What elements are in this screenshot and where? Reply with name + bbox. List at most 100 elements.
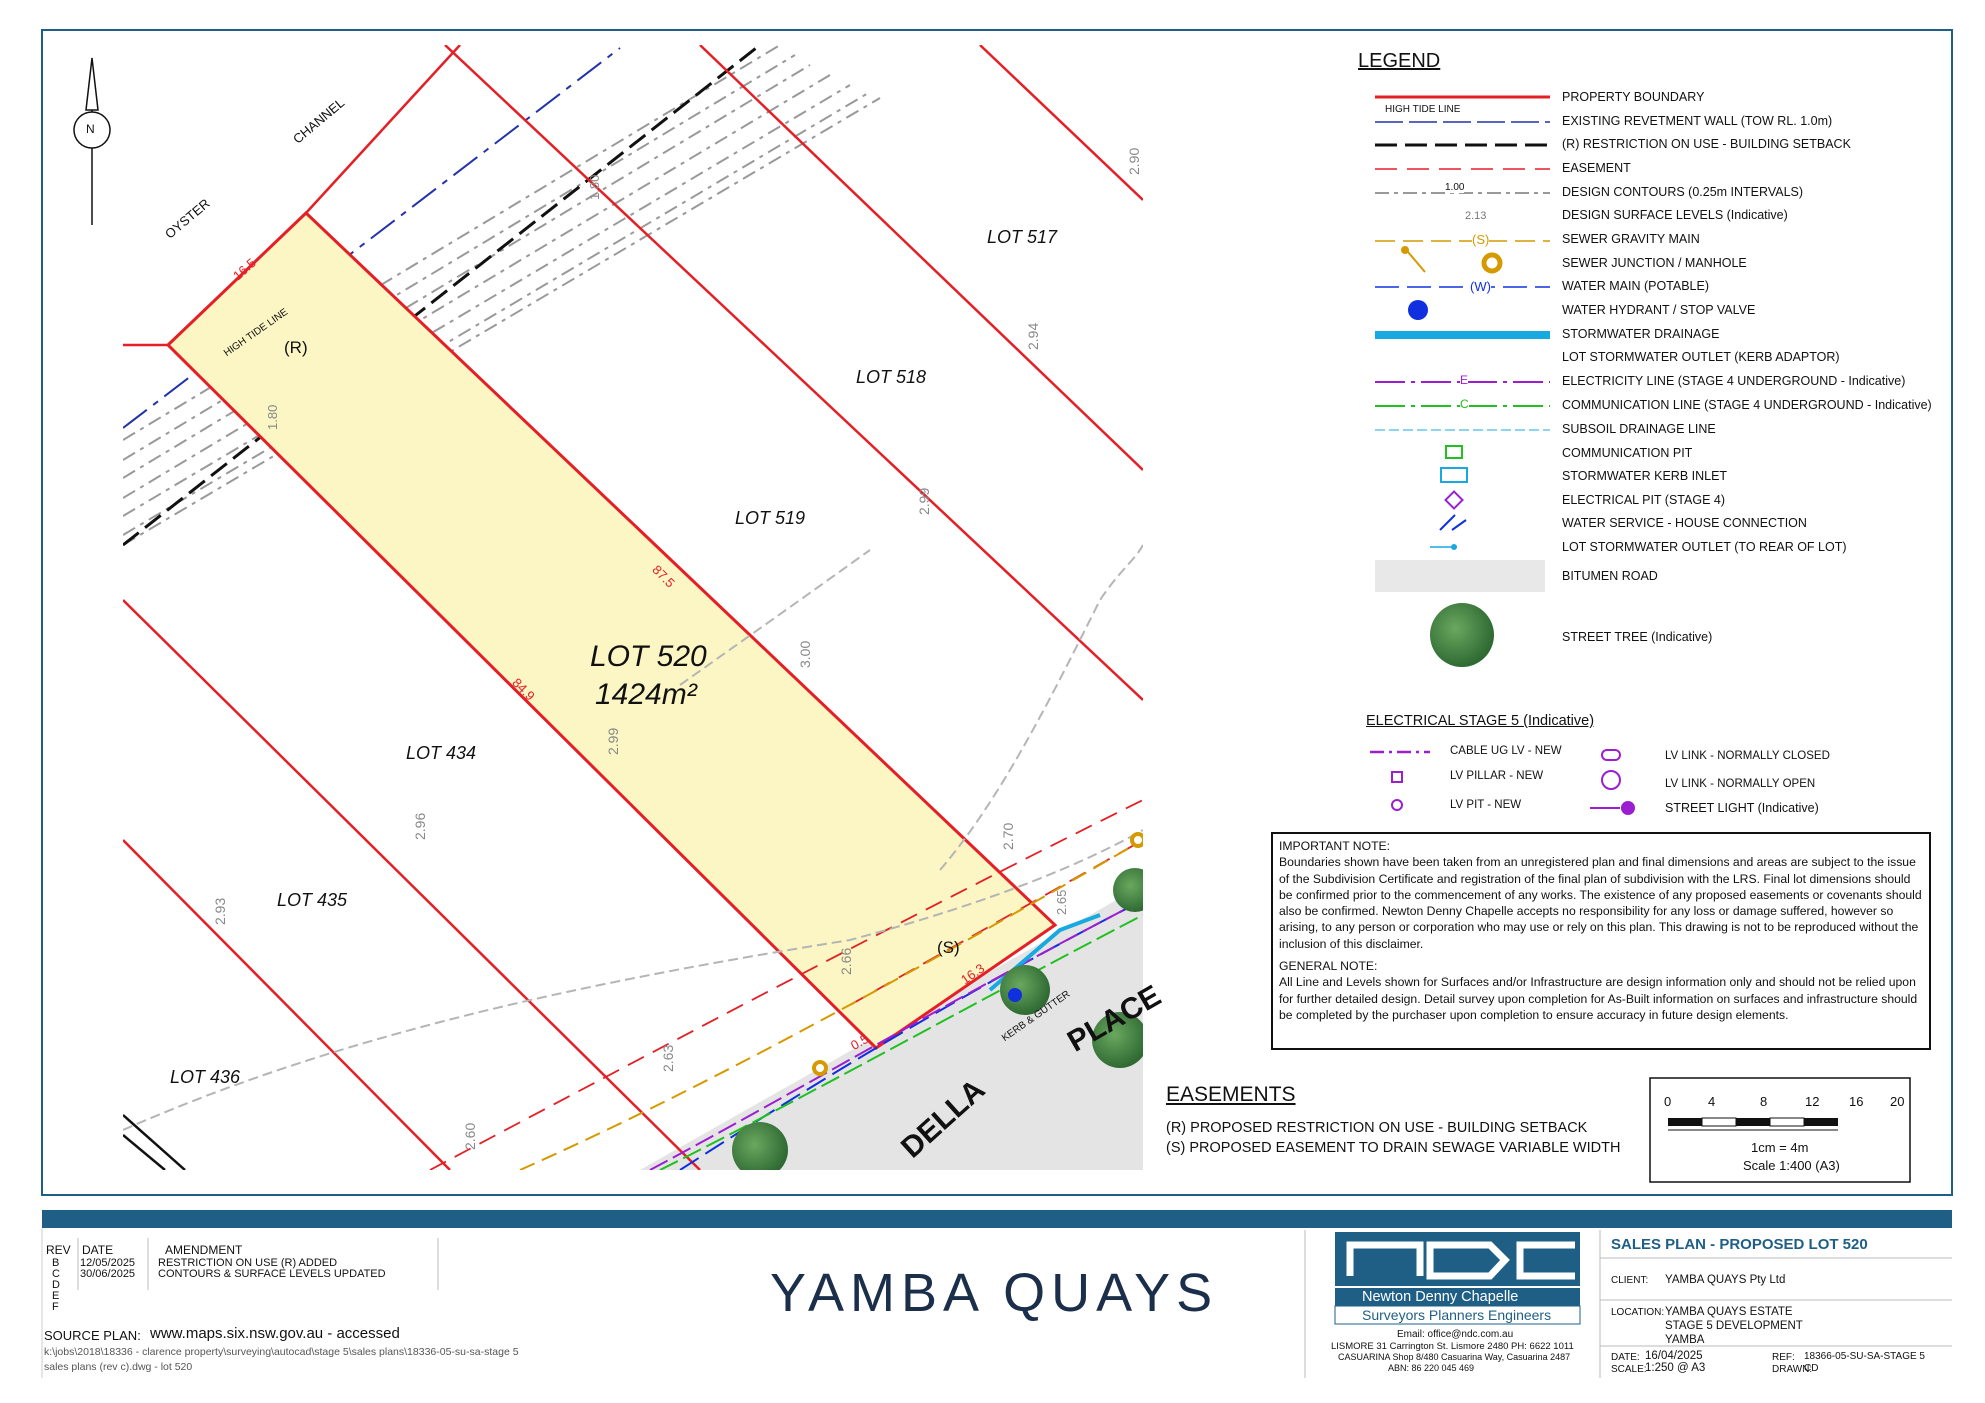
sewer-manhole — [1130, 832, 1143, 848]
rev-letter: B — [52, 1257, 60, 1269]
electrical-item: LV LINK - NORMALLY CLOSED — [1665, 750, 1830, 762]
rev-letter: E — [52, 1290, 60, 1302]
lot-520-label: LOT 520 — [590, 640, 707, 673]
scale-label: Scale 1:400 (A3) — [1743, 1158, 1840, 1173]
legend-item: EASEMENT — [1562, 161, 1631, 175]
level-label: 2.90 — [1126, 147, 1142, 175]
company-casuarina: CASUARINA Shop 8/480 Casuarina Way, Casu… — [1338, 1352, 1571, 1362]
level-label: 2.93 — [212, 897, 228, 925]
easement-s: (S) PROPOSED EASEMENT TO DRAIN SEWAGE VA… — [1166, 1140, 1621, 1156]
source-path: k:\jobs\2018\18336 - clarence property\s… — [44, 1346, 519, 1358]
legend-item: SEWER JUNCTION / MANHOLE — [1562, 256, 1747, 270]
lot-520-parcel — [165, 210, 1058, 1050]
level-label: 2.70 — [1000, 822, 1016, 850]
level-label: 2.63 — [660, 1044, 676, 1072]
scale-tick: 16 — [1849, 1094, 1864, 1109]
rev-letter: C — [52, 1268, 60, 1280]
ndc-logo — [1334, 1232, 1581, 1325]
legend-elec-sample: E — [1460, 373, 1469, 387]
legend-item: SUBSOIL DRAINAGE LINE — [1562, 422, 1716, 436]
ref-value: 18366-05-SU-SA-STAGE 5 — [1804, 1351, 1925, 1362]
scale-tick: 0 — [1664, 1094, 1672, 1109]
client-value: YAMBA QUAYS Pty Ltd — [1665, 1274, 1786, 1286]
legend-water-sample: (W) — [1470, 279, 1491, 294]
company-email: Email: office@ndc.com.au — [1397, 1329, 1514, 1340]
legend-title: LEGEND — [1358, 50, 1441, 72]
client-label: CLIENT: — [1611, 1275, 1649, 1286]
legend-item: LOT STORMWATER OUTLET (KERB ADAPTOR) — [1562, 350, 1840, 364]
lot-435-label: LOT 435 — [277, 890, 348, 910]
source-file: sales plans (rev c).dwg - lot 520 — [44, 1361, 193, 1373]
legend-item: SEWER GRAVITY MAIN — [1562, 232, 1700, 246]
restriction-r: (R) — [284, 338, 308, 357]
legend-item: WATER MAIN (POTABLE) — [1562, 279, 1709, 293]
level-label: 1.80 — [587, 174, 602, 200]
company-abn: ABN: 86 220 045 469 — [1388, 1363, 1475, 1373]
north-label: N — [86, 122, 95, 136]
lot-517-label: LOT 517 — [987, 227, 1058, 247]
level-label: 2.99 — [605, 727, 621, 755]
legend-item: DESIGN CONTOURS (0.25m INTERVALS) — [1562, 185, 1804, 199]
date-label: DATE: — [1611, 1352, 1640, 1363]
electrical-item: CABLE UG LV - NEW — [1450, 745, 1562, 757]
scale-tick: 12 — [1805, 1094, 1820, 1109]
location-value-3: YAMBA — [1665, 1334, 1705, 1346]
rev-date: 30/06/2025 — [80, 1268, 136, 1280]
street-tree — [1000, 965, 1050, 1015]
north-arrow — [73, 57, 111, 225]
drawn-value: CD — [1804, 1363, 1819, 1374]
sewer-main — [519, 839, 1143, 1170]
electrical-item: LV PILLAR - NEW — [1450, 770, 1544, 782]
easement-s: (S) — [937, 938, 960, 957]
level-label: 3.00 — [797, 640, 813, 668]
important-note-head: IMPORTANT NOTE: — [1279, 839, 1391, 853]
legend-item: WATER HYDRANT / STOP VALVE — [1562, 303, 1756, 317]
scale-tick: 20 — [1890, 1094, 1905, 1109]
scale-bar — [1649, 1077, 1911, 1183]
source-url[interactable]: www.maps.six.nsw.gov.au - accessed — [150, 1325, 400, 1342]
sheet-border — [41, 29, 1953, 1196]
legend-item: ELECTRICAL PIT (STAGE 4) — [1562, 493, 1726, 507]
lot-520-area: 1424m² — [595, 678, 697, 711]
legend-symbols — [1370, 95, 1635, 815]
location-label: LOCATION: — [1611, 1307, 1665, 1318]
water-hydrant — [1008, 988, 1022, 1002]
legend-contour-sample: 1.00 — [1445, 182, 1465, 193]
scale-value-tb: 1:250 @ A3 — [1645, 1362, 1706, 1374]
level-label: 2.99 — [916, 487, 932, 515]
rev-header: REV — [46, 1243, 71, 1257]
lot-434-label: LOT 434 — [406, 743, 477, 763]
rev-header: DATE — [82, 1243, 114, 1257]
level-label: 1.80 — [265, 404, 280, 430]
communication-line — [659, 914, 1143, 1170]
general-note-body: All Line and Levels shown for Surfaces a… — [1279, 975, 1918, 1022]
electrical-title: ELECTRICAL STAGE 5 (Indicative) — [1366, 713, 1595, 729]
electrical-item: LV PIT - NEW — [1450, 799, 1522, 811]
electrical-item: LV LINK - NORMALLY OPEN — [1665, 778, 1816, 790]
rev-letter: F — [52, 1301, 59, 1313]
site-plan — [123, 45, 1143, 1170]
level-label: 2.60 — [462, 1122, 478, 1150]
level-label: 2.65 — [1054, 889, 1069, 915]
legend-sewer-sample: (S) — [1472, 232, 1490, 247]
legend-item: COMMUNICATION LINE (STAGE 4 UNDERGROUND … — [1562, 398, 1932, 412]
legend-item: ELECTRICITY LINE (STAGE 4 UNDERGROUND - … — [1562, 374, 1906, 388]
legend-level-sample: 2.13 — [1465, 210, 1487, 222]
legend-item: BITUMEN ROAD — [1562, 569, 1658, 583]
design-contours — [123, 45, 881, 546]
legend-item: EXISTING REVETMENT WALL (TOW RL. 1.0m) — [1562, 114, 1833, 128]
legend-item: (R) RESTRICTION ON USE - BUILDING SETBAC… — [1562, 137, 1851, 151]
street-tree — [1092, 1012, 1143, 1068]
legend-item: STORMWATER DRAINAGE — [1562, 327, 1720, 341]
legend-item: PROPERTY BOUNDARY — [1562, 90, 1705, 104]
company-name: Newton Denny Chapelle — [1362, 1289, 1519, 1305]
level-label: 2.94 — [1025, 322, 1041, 350]
electricity-line — [649, 899, 1143, 1170]
lot-519-label: LOT 519 — [735, 508, 806, 528]
legend-item: LOT STORMWATER OUTLET (TO REAR OF LOT) — [1562, 540, 1847, 554]
scale-label-tb: SCALE: — [1611, 1364, 1647, 1375]
project-name: YAMBA QUAYS — [770, 1263, 1219, 1323]
rev-amend: CONTOURS & SURFACE LEVELS UPDATED — [158, 1268, 386, 1280]
easement-r: (R) PROPOSED RESTRICTION ON USE - BUILDI… — [1166, 1120, 1588, 1136]
scale-ratio: 1cm = 4m — [1751, 1140, 1809, 1155]
